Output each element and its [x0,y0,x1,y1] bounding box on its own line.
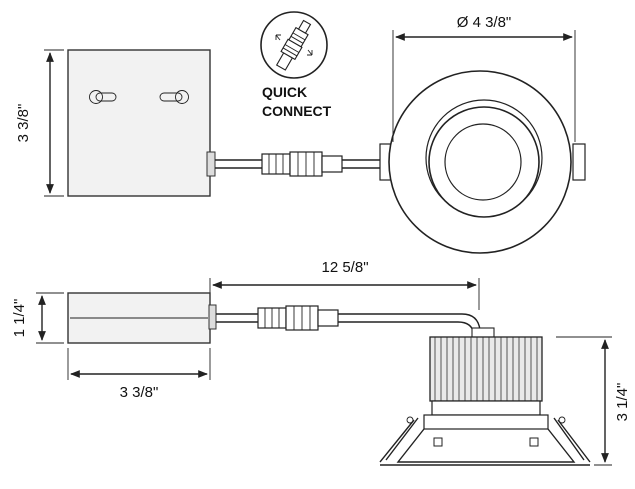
dimension-label: 3 3/8" [15,104,32,143]
driver-box-top [67,49,216,197]
fixture-side-view [379,336,591,466]
keyhole-slot-icon [89,90,117,104]
quick-connect-label-line2: CONNECT [262,103,332,119]
cable-top [215,151,380,177]
dimension-label: Ø 4 3/8" [457,14,512,31]
dimension-fixture-height: 3 1/4" [556,336,631,466]
dimension-driver-top-height: 3 3/8" [15,49,64,197]
dimension-driver-side-width: 3 3/8" [67,348,211,401]
keyhole-slot-icon [159,90,189,104]
dimension-driver-side-height: 1 1/4" [11,292,64,344]
driver-box-side [67,292,217,344]
dimension-label: 1 1/4" [11,299,28,338]
dimension-label: 3 3/8" [120,384,159,401]
dimension-overall-length: 12 5/8" [209,259,480,310]
fixture-top-view [379,70,586,254]
dimension-fixture-diameter: Ø 4 3/8" [392,14,576,142]
dimension-label: 3 1/4" [614,383,631,422]
dimension-label: 12 5/8" [321,259,368,276]
quick-connect-label-line1: QUICK [262,84,307,100]
cable-side [216,305,495,339]
quick-connect-icon [260,11,328,79]
